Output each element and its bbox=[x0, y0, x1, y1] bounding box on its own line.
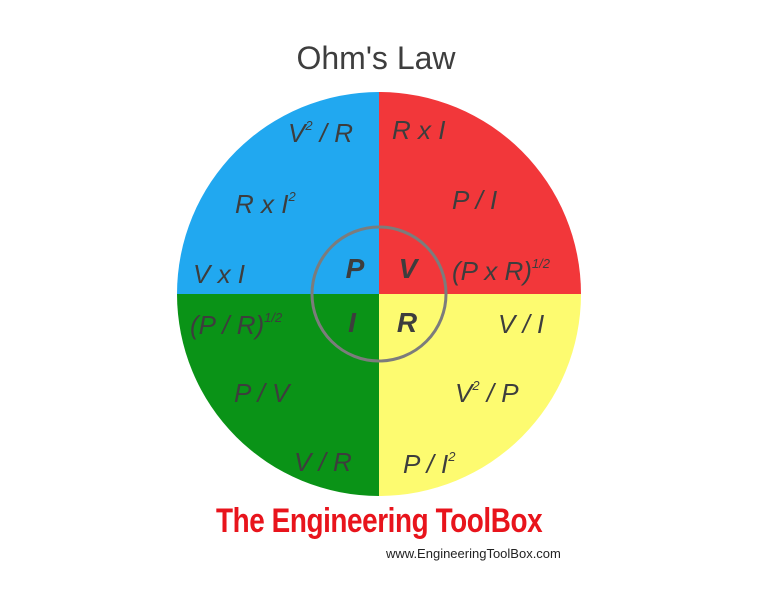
brand-url: www.EngineeringToolBox.com bbox=[386, 546, 561, 561]
power-quadrant bbox=[177, 92, 379, 294]
power-formula-1: V2 / R bbox=[288, 118, 353, 148]
center-letter-voltage: V bbox=[399, 253, 420, 284]
current-formula-1: (P / R)1/2 bbox=[190, 310, 283, 340]
voltage-formula-1: R x I bbox=[392, 115, 445, 145]
current-formula-2: P / V bbox=[234, 378, 292, 408]
center-letter-resistance: R bbox=[397, 307, 418, 338]
center-letter-current: I bbox=[348, 307, 357, 338]
power-formula-3: V x I bbox=[193, 259, 245, 289]
voltage-formula-3: (P x R)1/2 bbox=[452, 256, 551, 286]
inner-ring bbox=[310, 225, 448, 363]
brand-logo-text: The Engineering ToolBox bbox=[216, 502, 543, 540]
current-formula-3: V / R bbox=[294, 447, 352, 477]
resistance-quadrant bbox=[379, 294, 581, 496]
voltage-formula-2: P / I bbox=[452, 185, 497, 215]
diagram-title: Ohm's Law bbox=[296, 40, 456, 76]
resistance-formula-1: V / I bbox=[498, 309, 544, 339]
center-letter-power: P bbox=[346, 253, 365, 284]
current-quadrant bbox=[177, 294, 379, 496]
resistance-formula-2: V2 / P bbox=[455, 378, 519, 408]
voltage-quadrant bbox=[379, 92, 581, 294]
power-formula-2: R x I2 bbox=[235, 189, 296, 219]
resistance-formula-3: P / I2 bbox=[403, 449, 456, 479]
